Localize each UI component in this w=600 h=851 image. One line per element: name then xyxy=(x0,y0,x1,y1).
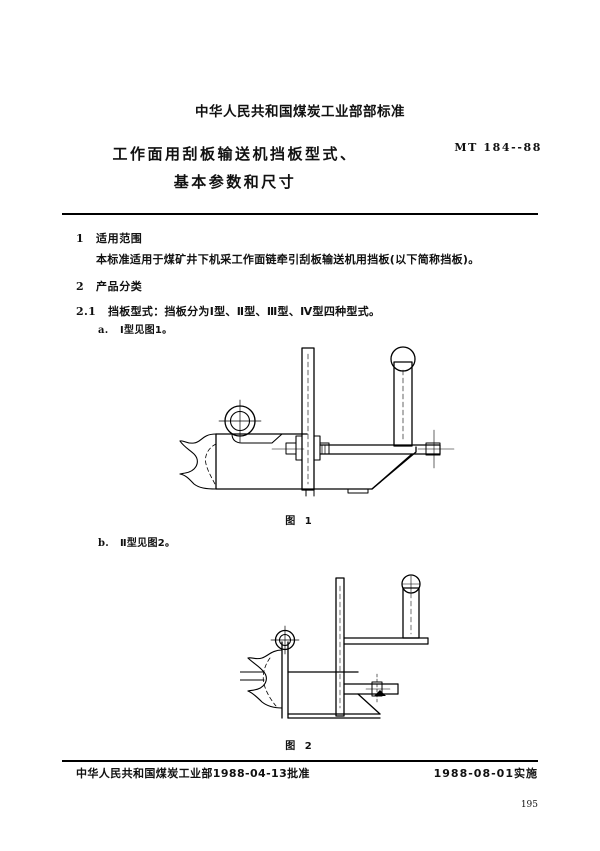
section-1-paragraph: 本标准适用于煤矿井下机采工作面链牵引刮板输送机用挡板(以下简称挡板)。 xyxy=(96,253,480,266)
page-title: 工作面用刮板输送机挡板型式、 基本参数和尺寸 xyxy=(70,140,400,196)
figure-1-caption: 图 1 xyxy=(285,516,315,527)
section-2-number: 2 xyxy=(76,280,85,293)
list-item-b-marker: b. xyxy=(98,538,110,549)
list-item-b-text: Ⅱ型见图2。 xyxy=(120,538,176,549)
section-2-heading: 2 产品分类 xyxy=(76,278,142,294)
section-2-title: 产品分类 xyxy=(96,280,143,293)
approval-statement: 中华人民共和国煤炭工业部1988-04-13批准 xyxy=(76,767,310,780)
section-2-1-text: 挡板型式：挡板分为Ⅰ型、Ⅱ型、Ⅲ型、Ⅳ型四种型式。 xyxy=(108,305,381,318)
header-divider xyxy=(62,213,538,215)
list-item-a: a. Ⅰ型见图1。 xyxy=(98,321,172,336)
figure-2-drawing xyxy=(239,572,440,738)
section-1-heading: 1 适用范围 xyxy=(76,230,142,246)
list-item-a-marker: a. xyxy=(98,325,109,336)
figure-1-drawing xyxy=(172,344,462,513)
footer-divider xyxy=(62,760,538,762)
title-line-2: 基本参数和尺寸 xyxy=(173,173,297,191)
implementation-date: 1988-08-01实施 xyxy=(433,767,538,780)
section-1-title: 适用范围 xyxy=(96,232,143,245)
section-2-1-number: 2.1 xyxy=(76,305,97,318)
list-item-a-text: Ⅰ型见图1。 xyxy=(120,325,173,336)
figure-2-caption: 图 2 xyxy=(285,741,315,752)
title-line-1: 工作面用刮板输送机挡板型式、 xyxy=(112,145,358,163)
section-1-number: 1 xyxy=(76,232,85,245)
standard-number: MT 184--88 xyxy=(454,141,542,154)
page-number: 195 xyxy=(520,800,538,810)
section-2-1: 2.1 挡板型式：挡板分为Ⅰ型、Ⅱ型、Ⅲ型、Ⅳ型四种型式。 xyxy=(76,303,380,319)
issuing-organization: 中华人民共和国煤炭工业部部标准 xyxy=(195,104,405,120)
list-item-b: b. Ⅱ型见图2。 xyxy=(98,534,175,549)
